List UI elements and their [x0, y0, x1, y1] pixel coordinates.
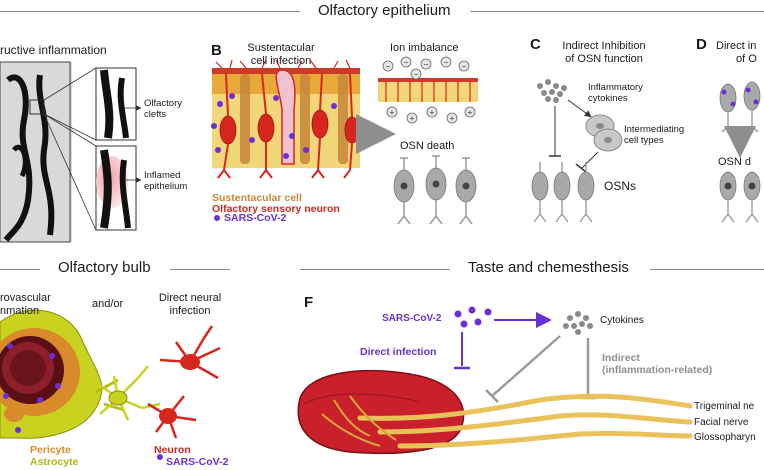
- nerve-label-trigeminal: Trigeminal ne: [694, 401, 755, 412]
- panel-e-graphics: [0, 309, 221, 460]
- panel-b-title-2: cell infection: [250, 55, 312, 67]
- svg-text:+: +: [468, 108, 473, 117]
- clefts-label-1: Olfactory: [144, 98, 183, 109]
- panel-e-left-title-1: rovascular: [0, 292, 51, 304]
- inflamed-label-1: Inflamed: [144, 170, 181, 181]
- ion-imbalance-title: Ion imbalance: [390, 42, 459, 54]
- panel-f-graphics: [297, 306, 693, 455]
- svg-text:−: −: [462, 62, 467, 71]
- panel-b-title-1: Sustentacular: [247, 42, 315, 54]
- svg-text:+: +: [390, 108, 395, 117]
- panel-d-osn-death: OSN d: [718, 156, 752, 168]
- panel-b-letter: B: [211, 42, 222, 59]
- svg-text:+: +: [430, 108, 435, 117]
- taste-rule-left: [300, 269, 450, 270]
- legend-pericyte: Pericyte: [30, 444, 71, 456]
- osn-death-label: OSN death: [400, 140, 455, 152]
- clefts-label-2: clefts: [144, 109, 167, 120]
- svg-text:−: −: [386, 62, 391, 71]
- svg-text:−: −: [414, 70, 419, 79]
- indirect-label-1: Indirect: [602, 352, 640, 364]
- legend-sustentacular: Sustentacular cell: [212, 192, 302, 204]
- panel-c-title-2: of OSN function: [565, 53, 643, 65]
- legend-virus-e: SARS-CoV-2: [166, 456, 229, 468]
- panel-a-title: ructive inflammation: [0, 43, 107, 57]
- and-or-label: and/or: [92, 298, 124, 310]
- panel-b-epithelium: [211, 59, 360, 221]
- svg-text:−: −: [404, 58, 409, 67]
- svg-text:+: +: [410, 114, 415, 123]
- taste-section-title: Taste and chemesthesis: [462, 259, 635, 276]
- osns-label: OSNs: [604, 179, 637, 193]
- legend-virus-b: SARS-CoV-2: [224, 212, 287, 224]
- virus-label-f: SARS-CoV-2: [382, 313, 442, 324]
- epithelium-rule-left: [0, 11, 300, 12]
- svg-text:+: +: [450, 114, 455, 123]
- panel-d-title-1: Direct in: [716, 40, 757, 52]
- legend-astrocyte: Astrocyte: [30, 456, 79, 468]
- nerve-label-glossopharyngeal: Glossopharyn: [694, 432, 756, 443]
- nerve-label-facial: Facial nerve: [694, 417, 749, 428]
- panel-a-nasal-cavity: [0, 61, 142, 243]
- intermediating-label-1: Intermediating: [624, 124, 685, 135]
- intermediating-label-2: cell types: [624, 135, 664, 146]
- panel-d-letter: D: [696, 36, 707, 53]
- indirect-label-2: (inflammation-related): [602, 364, 713, 376]
- panel-e-right-title-2: infection: [169, 305, 211, 317]
- bulb-section-title: Olfactory bulb: [52, 259, 157, 276]
- panel-c-graphics: [531, 79, 623, 223]
- legend-neuron: Neuron: [154, 444, 191, 456]
- legend-osn: Olfactory sensory neuron: [212, 203, 340, 215]
- cytokines-label-f: Cytokines: [600, 315, 644, 326]
- svg-text:−: −: [444, 58, 449, 67]
- bulb-rule-left: [0, 269, 40, 270]
- taste-rule-right: [650, 269, 764, 270]
- bulb-rule-right: [170, 269, 230, 270]
- epithelium-rule-right: [470, 11, 764, 12]
- panel-d-graphics: [719, 81, 761, 223]
- epithelium-section-title: Olfactory epithelium: [312, 2, 457, 19]
- ion-imbalance-strip: −−− −−− +++ ++: [378, 56, 478, 124]
- inflamed-label-2: epithelium: [144, 181, 188, 192]
- panel-c-title-1: Indirect Inhibition: [562, 40, 646, 52]
- panel-d-title-2: of O: [736, 53, 757, 65]
- panel-f-letter: F: [304, 294, 314, 311]
- panel-e-left-title-2: nmation: [0, 305, 40, 317]
- direct-infection-label: Direct infection: [360, 346, 437, 358]
- svg-text:−: −: [424, 60, 429, 69]
- cytokines-label-2: cytokines: [588, 93, 628, 104]
- cytokines-label-1: Inflammatory: [588, 82, 643, 93]
- panel-e-right-title-1: Direct neural: [158, 292, 222, 304]
- panel-c-letter: C: [530, 36, 541, 53]
